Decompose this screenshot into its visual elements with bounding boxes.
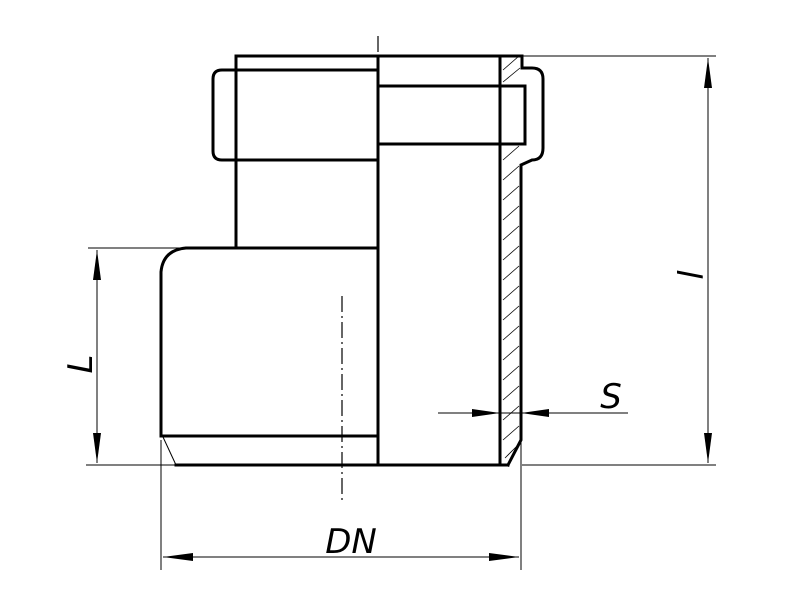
exterior-view	[159, 54, 380, 467]
arrow-S-right	[521, 409, 549, 417]
dimension-label-S: S	[600, 377, 622, 417]
section-view	[376, 54, 545, 468]
wall-hatching	[502, 55, 521, 459]
top-band-outline	[234, 54, 380, 72]
dimension-label-l: l	[672, 270, 712, 280]
arrow-DN-right	[489, 553, 519, 561]
arrow-S-left	[472, 409, 500, 417]
arrow-l-top	[704, 58, 712, 88]
dimension-DN: DN	[160, 440, 522, 570]
dimension-l: l	[522, 55, 716, 466]
seal-ring-outline	[211, 68, 380, 162]
outer-wall-profile	[505, 54, 545, 468]
dimension-label-L: L	[61, 355, 101, 374]
arrow-l-bottom	[704, 433, 712, 463]
chamfer-edge	[162, 436, 177, 466]
arrow-DN-left	[163, 553, 193, 561]
dimension-S: S	[438, 377, 628, 417]
body-outline	[159, 246, 380, 438]
dimension-L: L	[61, 247, 186, 466]
arrow-L-top	[93, 250, 101, 280]
arrow-L-bottom	[93, 433, 101, 463]
dimension-label-DN: DN	[325, 522, 377, 562]
